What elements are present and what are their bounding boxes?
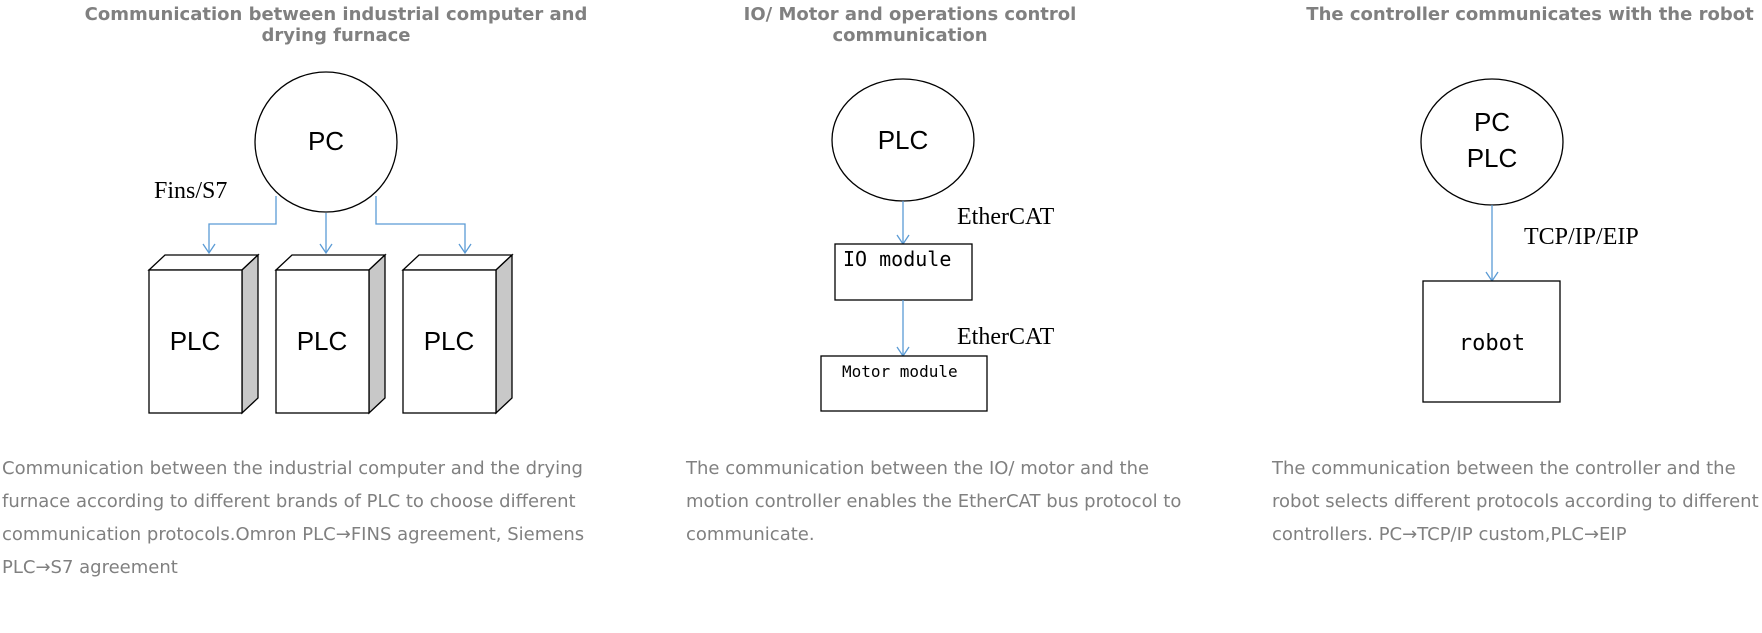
pc-plc-diagram: PC Fins/S7 PLC PLC — [147, 71, 514, 415]
pc-node-label: PC — [308, 126, 344, 156]
plc-box-2 — [274, 253, 387, 415]
plc-box-3-label: PLC — [424, 326, 475, 356]
controller-node-label-plc: PLC — [1467, 143, 1518, 173]
pc-node — [254, 71, 398, 213]
controller-to-robot-connector — [1485, 205, 1499, 283]
robot-box — [1422, 280, 1561, 403]
panel-title: IO/ Motor and operations control communi… — [743, 4, 1077, 46]
motor-module-label: Motor module — [842, 362, 958, 381]
panel-description: The communication between the IO/ motor … — [686, 458, 1182, 545]
plc-ethercat-diagram: PLC EtherCAT IO module EtherCAT Motor mo… — [820, 78, 1055, 412]
ethercat-label-2: EtherCAT — [957, 324, 1055, 350]
panel-io-motor-control: IO/ Motor and operations control communi… — [680, 0, 1240, 633]
plc-box-3 — [401, 253, 514, 415]
fins-s7-label: Fins/S7 — [154, 178, 227, 204]
ethercat-label-1: EtherCAT — [957, 204, 1055, 230]
motor-module-box — [820, 355, 988, 412]
plc-to-io-connector — [896, 201, 910, 246]
controller-node — [1420, 78, 1564, 206]
tcp-ip-eip-label: TCP/IP/EIP — [1524, 224, 1639, 250]
io-module-box — [834, 243, 973, 301]
io-module-label: IO module — [843, 247, 951, 271]
panel-pc-drying-furnace: Communication between industrial compute… — [0, 0, 660, 633]
plc-node-label: PLC — [878, 125, 929, 155]
panel-title: The controller communicates with the rob… — [1306, 4, 1754, 25]
controller-node-label-pc: PC — [1474, 107, 1510, 137]
panel-description: Communication between the industrial com… — [2, 458, 585, 578]
controller-robot-diagram: PC PLC TCP/IP/EIP robot — [1420, 78, 1639, 403]
plc-box-1-label: PLC — [170, 326, 221, 356]
plc-box-1 — [147, 253, 260, 415]
panel-controller-robot: The controller communicates with the rob… — [1260, 0, 1762, 633]
io-to-motor-connector — [896, 300, 910, 358]
plc-box-2-label: PLC — [297, 326, 348, 356]
pc-to-plc-connectors — [202, 196, 472, 255]
panel-title: Communication between industrial compute… — [84, 4, 588, 46]
robot-label: robot — [1459, 331, 1525, 356]
panel-description: The communication between the controller… — [1272, 458, 1759, 545]
